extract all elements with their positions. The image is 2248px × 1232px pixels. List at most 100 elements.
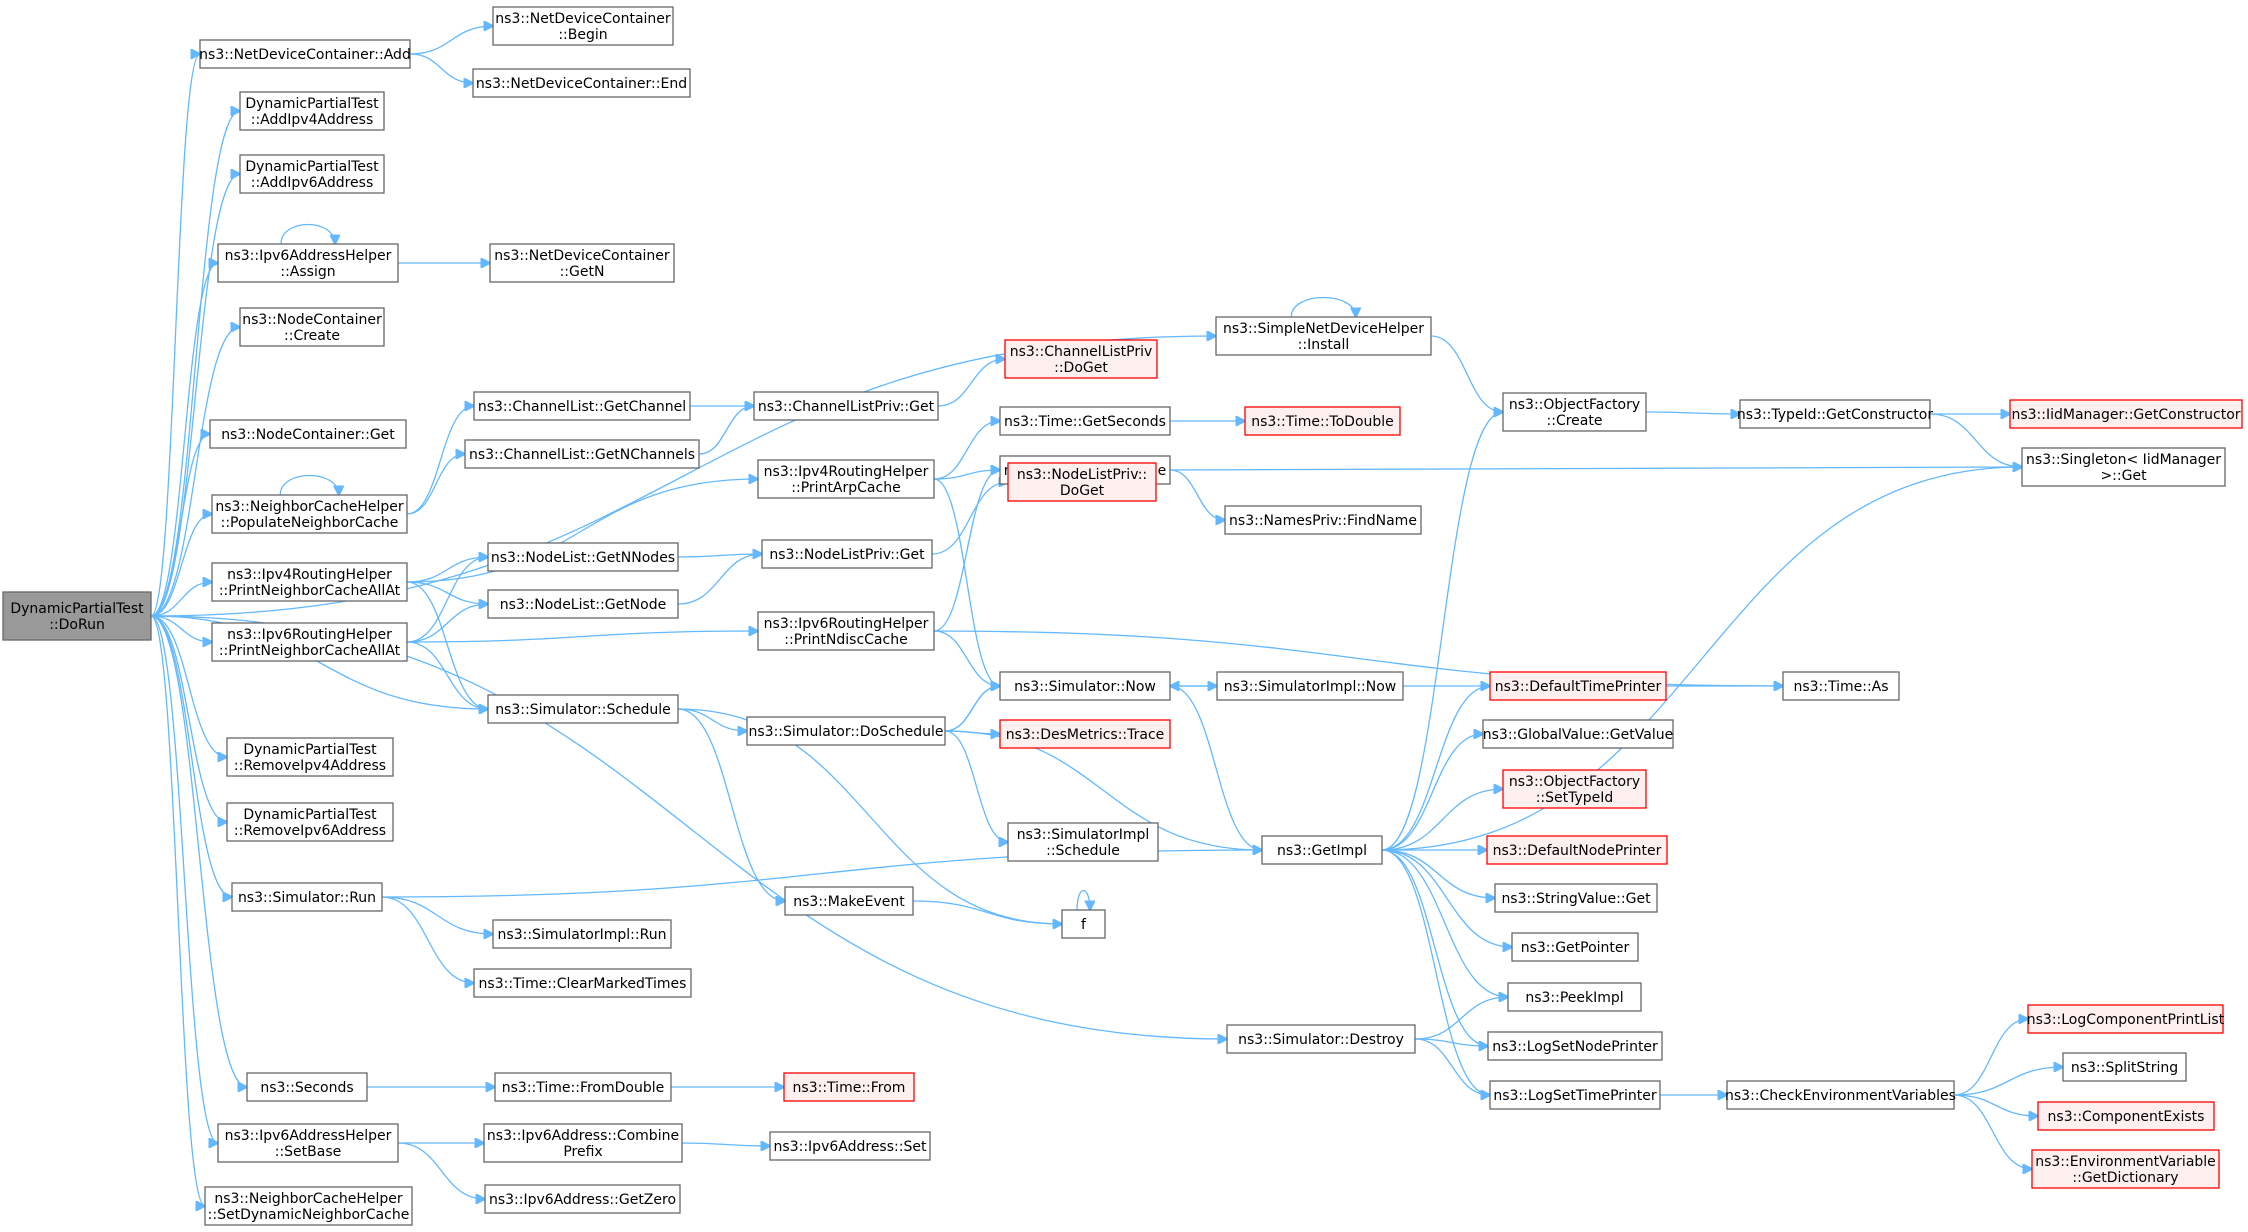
node-box <box>1482 719 1674 749</box>
node-splitstring[interactable]: ns3::SplitString <box>2062 1052 2187 1082</box>
node-label: ns3::SimulatorImpl <box>1017 827 1150 843</box>
call-edge <box>937 359 1005 407</box>
node-cl-getnchannels[interactable]: ns3::ChannelList::GetNChannels <box>464 439 700 469</box>
node-remove-ipv4[interactable]: DynamicPartialTest::RemoveIpv4Address <box>226 737 394 777</box>
node-seconds[interactable]: ns3::Seconds <box>246 1072 368 1102</box>
call-edge <box>406 604 488 643</box>
node-time-todouble[interactable]: ns3::Time::ToDouble <box>1244 406 1401 436</box>
node-gv-getvalue[interactable]: ns3::GlobalValue::GetValue <box>1482 719 1674 749</box>
node-label: ns3::GlobalValue::GetValue <box>1483 727 1673 743</box>
node-f[interactable]: f <box>1061 909 1106 939</box>
call-edge <box>150 263 218 617</box>
call-edge <box>1953 1067 2063 1096</box>
node-simimpl-now[interactable]: ns3::SimulatorImpl::Now <box>1216 671 1404 701</box>
node-label: ns3::NeighborCacheHelper <box>214 1191 403 1207</box>
node-envvar-getdict[interactable]: ns3::EnvironmentVariable::GetDictionary <box>2031 1149 2220 1189</box>
call-edge <box>150 434 210 617</box>
node-default-time-printer[interactable]: ns3::DefaultTimePrinter <box>1489 671 1667 701</box>
call-edge <box>1645 412 1740 414</box>
node-nodelistpriv-doget[interactable]: ns3::NodeListPriv::DoGet <box>1007 462 1157 502</box>
node-label: ::AddIpv6Address <box>251 175 374 191</box>
node-time-fromdouble[interactable]: ns3::Time::FromDouble <box>494 1072 672 1102</box>
node-ipv6addr-set[interactable]: ns3::Ipv6Address::Set <box>769 1131 931 1161</box>
node-ndc-getn[interactable]: ns3::NetDeviceContainer::GetN <box>489 243 675 283</box>
node-sndh-install[interactable]: ns3::SimpleNetDeviceHelper::Install <box>1215 316 1432 356</box>
node-ipv6ah-setbase[interactable]: ns3::Ipv6AddressHelper::SetBase <box>217 1123 399 1163</box>
node-label: ns3::IidManager::GetConstructor <box>2011 407 2240 423</box>
node-simimpl-schedule[interactable]: ns3::SimulatorImpl::Schedule <box>1007 822 1159 862</box>
node-box <box>1502 392 1647 432</box>
node-of-create[interactable]: ns3::ObjectFactory::Create <box>1502 392 1647 432</box>
node-ndc-add[interactable]: ns3::NetDeviceContainer::Add <box>199 39 411 69</box>
node-label: ns3::Ipv4RoutingHelper <box>764 464 929 480</box>
node-time-from[interactable]: ns3::Time::From <box>783 1072 915 1102</box>
node-label: ns3::Simulator::Run <box>238 890 376 906</box>
node-box <box>211 494 408 534</box>
node-clp-doget[interactable]: ns3::ChannelListPriv::DoGet <box>1004 339 1158 379</box>
node-sim-destroy[interactable]: ns3::Simulator::Destroy <box>1226 1024 1416 1054</box>
node-nch-setdynamic[interactable]: ns3::NeighborCacheHelper::SetDynamicNeig… <box>204 1186 413 1226</box>
node-nl-getnode[interactable]: ns3::NodeList::GetNode <box>487 589 679 619</box>
node-ipv6rh-printndisc[interactable]: ns3::Ipv6RoutingHelper::PrintNdiscCache <box>757 611 935 651</box>
node-component-exists[interactable]: ns3::ComponentExists <box>2037 1101 2215 1131</box>
node-label: ns3::Time::From <box>793 1080 906 1096</box>
node-check-env[interactable]: ns3::CheckEnvironmentVariables <box>1725 1080 1956 1110</box>
node-sim-run[interactable]: ns3::Simulator::Run <box>231 882 383 912</box>
node-remove-ipv6[interactable]: DynamicPartialTest::RemoveIpv6Address <box>226 802 394 842</box>
node-cl-getchannel[interactable]: ns3::ChannelList::GetChannel <box>473 391 691 421</box>
node-time-as[interactable]: ns3::Time::As <box>1782 671 1900 701</box>
node-root[interactable]: DynamicPartialTest::DoRun <box>2 591 152 641</box>
node-ndc-begin[interactable]: ns3::NetDeviceContainer::Begin <box>492 6 674 46</box>
node-box <box>1215 316 1432 356</box>
call-edge <box>944 730 1008 842</box>
node-desmetrics-trace[interactable]: ns3::DesMetrics::Trace <box>999 719 1171 749</box>
node-default-node-printer[interactable]: ns3::DefaultNodePrinter <box>1486 835 1668 865</box>
node-of-settypeid[interactable]: ns3::ObjectFactory::SetTypeId <box>1502 769 1647 809</box>
node-stringvalue-get[interactable]: ns3::StringValue::Get <box>1494 883 1658 913</box>
node-label: ::PopulateNeighborCache <box>221 515 399 531</box>
node-nc-get[interactable]: ns3::NodeContainer::Get <box>209 419 407 449</box>
node-nch-populate[interactable]: ns3::NeighborCacheHelper::PopulateNeighb… <box>211 494 408 534</box>
node-nlp-get[interactable]: ns3::NodeListPriv::Get <box>761 539 933 569</box>
node-singleton-get[interactable]: ns3::Singleton< IidManager >::Get <box>2021 447 2226 487</box>
call-edge <box>150 54 200 617</box>
node-log-setnodeprinter[interactable]: ns3::LogSetNodePrinter <box>1487 1031 1663 1061</box>
node-ndc-end[interactable]: ns3::NetDeviceContainer::End <box>472 68 691 98</box>
node-ipv4rh-printnc[interactable]: ns3::Ipv4RoutingHelper::PrintNeighborCac… <box>211 562 408 602</box>
node-time-clearmarked[interactable]: ns3::Time::ClearMarkedTimes <box>473 968 692 998</box>
node-sim-now[interactable]: ns3::Simulator::Now <box>999 671 1171 701</box>
node-ipv6rh-printnc[interactable]: ns3::Ipv6RoutingHelper::PrintNeighborCac… <box>211 622 408 662</box>
node-label: ::GetDictionary <box>2072 1170 2178 1186</box>
node-simimpl-run[interactable]: ns3::SimulatorImpl::Run <box>492 919 672 949</box>
node-log-settimeprinter[interactable]: ns3::LogSetTimePrinter <box>1489 1080 1661 1110</box>
node-label: ns3::ChannelList::GetNChannels <box>469 447 695 463</box>
node-ipv4rh-printarp[interactable]: ns3::Ipv4RoutingHelper::PrintArpCache <box>757 459 935 499</box>
call-edge <box>677 554 762 605</box>
node-tid-getctor[interactable]: ns3::TypeId::GetConstructor <box>1737 399 1933 429</box>
node-add-ipv6[interactable]: DynamicPartialTest::AddIpv6Address <box>239 154 385 194</box>
node-nl-getnnodes[interactable]: ns3::NodeList::GetNNodes <box>487 542 679 572</box>
node-make-event[interactable]: ns3::MakeEvent <box>784 886 914 916</box>
node-namespriv-findname[interactable]: ns3::NamesPriv::FindName <box>1224 505 1422 535</box>
node-getpointer[interactable]: ns3::GetPointer <box>1511 932 1639 962</box>
node-box <box>999 719 1171 749</box>
node-clp-get[interactable]: ns3::ChannelListPriv::Get <box>753 391 939 421</box>
node-box <box>1507 982 1642 1012</box>
call-edge <box>409 26 493 55</box>
node-label: Prefix <box>563 1144 602 1160</box>
node-iid-getctor[interactable]: ns3::IidManager::GetConstructor <box>2009 399 2243 429</box>
node-label: ::DoGet <box>1054 360 1108 376</box>
node-getimpl[interactable]: ns3::GetImpl <box>1261 835 1383 865</box>
node-box <box>473 968 692 998</box>
node-sim-doschedule[interactable]: ns3::Simulator::DoSchedule <box>746 716 946 746</box>
node-ipv6addr-getzero[interactable]: ns3::Ipv6Address::GetZero <box>484 1184 681 1214</box>
node-ipv6ah-assign[interactable]: ns3::Ipv6AddressHelper::Assign <box>217 243 399 283</box>
node-sim-schedule[interactable]: ns3::Simulator::Schedule <box>487 694 679 724</box>
node-box <box>1216 671 1404 701</box>
node-logcomp-printlist[interactable]: ns3::LogComponentPrintList <box>2027 1004 2225 1034</box>
node-time-getseconds[interactable]: ns3::Time::GetSeconds <box>999 406 1171 436</box>
node-add-ipv4[interactable]: DynamicPartialTest::AddIpv4Address <box>239 91 385 131</box>
node-peekimpl[interactable]: ns3::PeekImpl <box>1507 982 1642 1012</box>
node-nc-create[interactable]: ns3::NodeContainer::Create <box>239 307 385 347</box>
